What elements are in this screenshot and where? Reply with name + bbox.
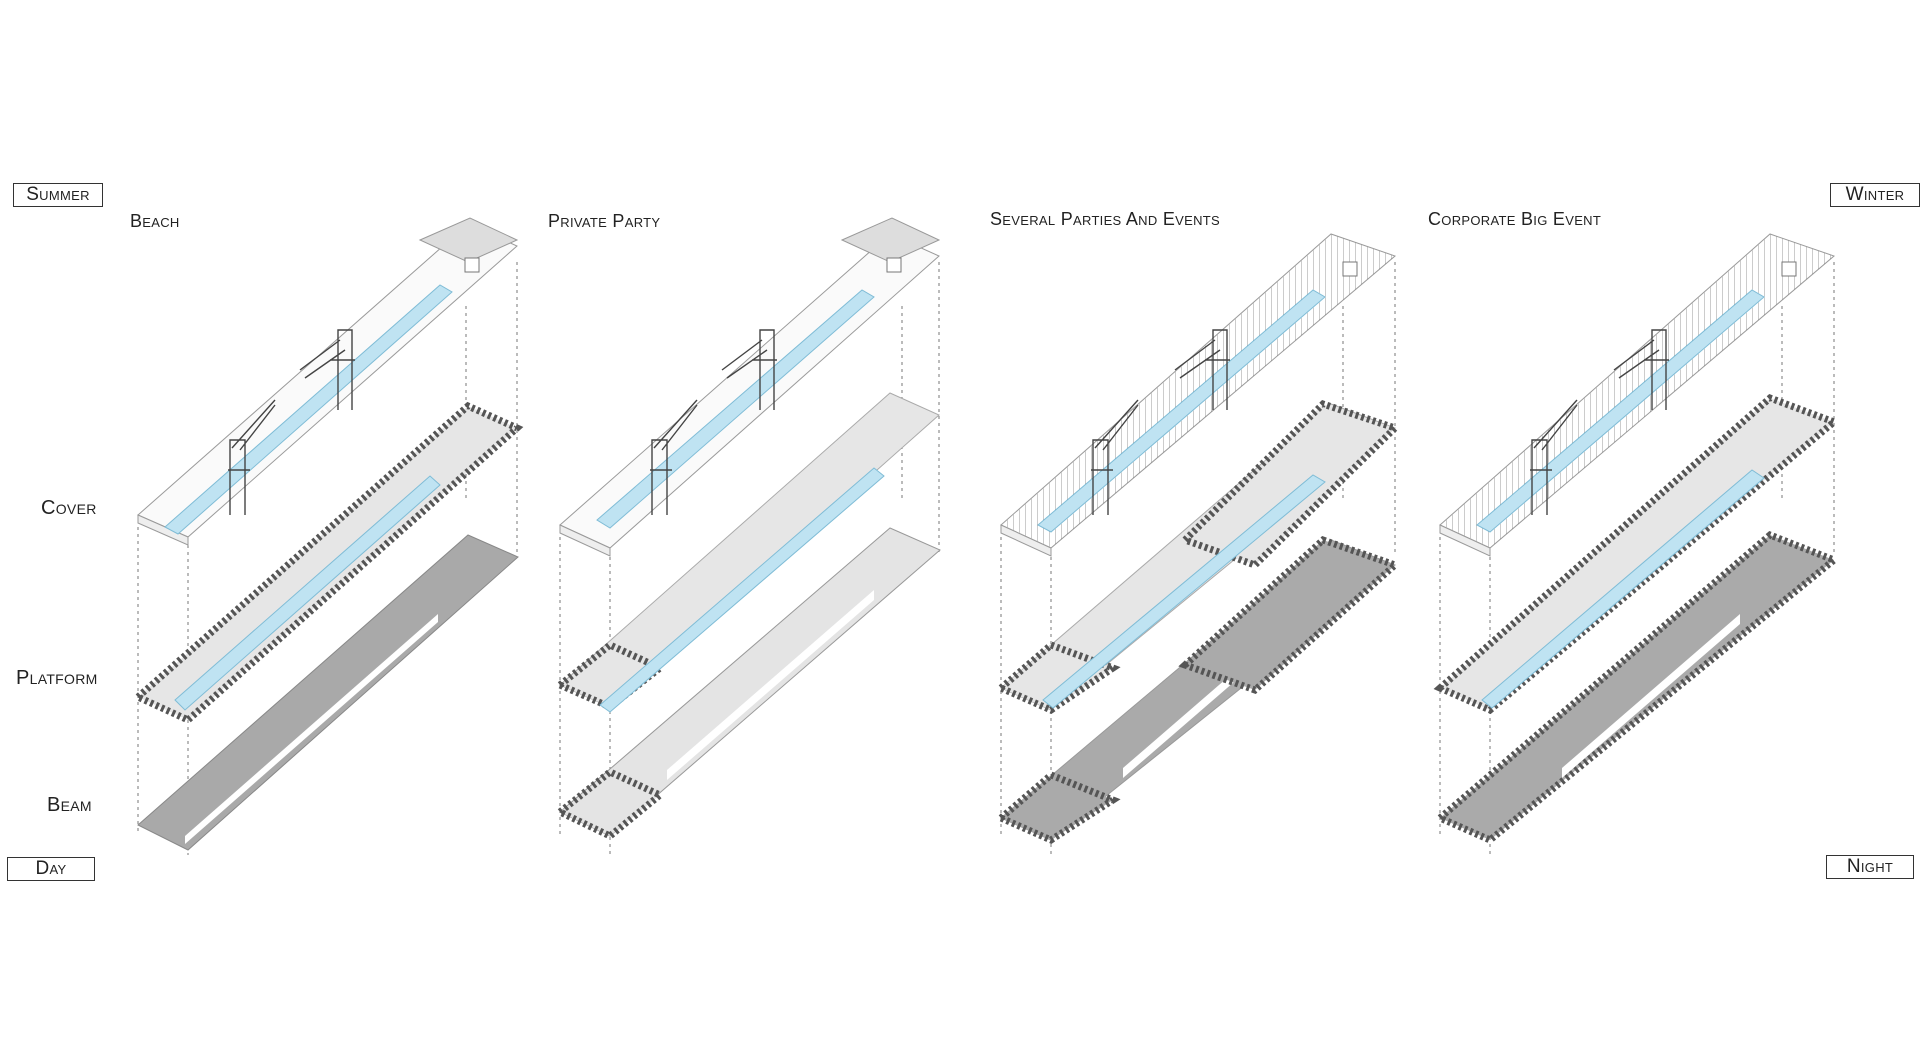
scenario-title-beach: Beach (130, 211, 180, 231)
night-label: Night (1826, 855, 1914, 879)
scenario-beach (131, 217, 524, 855)
crane-icon (1091, 329, 1230, 515)
layer-label-platform: Platform (16, 667, 98, 689)
crane-icon (228, 329, 355, 515)
layer-label-cover: Cover (41, 497, 97, 519)
platform-layer (1433, 393, 1841, 715)
scenario-private-party (553, 217, 941, 855)
scenario-title-corporate-event: Corporate Big Event (1428, 209, 1602, 229)
beam-layer (1433, 530, 1841, 845)
winter-label: Winter (1830, 183, 1920, 207)
cover-layer (1439, 233, 1835, 557)
beam-layer (994, 536, 1402, 844)
platform-layer (994, 400, 1402, 714)
summer-label: Summer (13, 183, 103, 207)
crane-icon (650, 329, 777, 515)
layer-label-beam: Beam (47, 794, 92, 816)
beam-layer (553, 527, 941, 841)
cover-layer (559, 217, 941, 557)
cover-layer (1000, 233, 1396, 557)
platform-layer (131, 401, 524, 725)
scenario-title-private-party: Private Party (548, 211, 661, 231)
crane-icon (1530, 329, 1669, 515)
cover-layer (137, 217, 519, 546)
scenario-title-several-events: Several Parties And Events (990, 209, 1220, 229)
scenario-several-events (994, 233, 1402, 855)
beam-layer (137, 534, 519, 851)
day-label: Day (7, 857, 95, 881)
platform-layer (553, 392, 940, 713)
scenario-corporate-event (1433, 233, 1841, 855)
